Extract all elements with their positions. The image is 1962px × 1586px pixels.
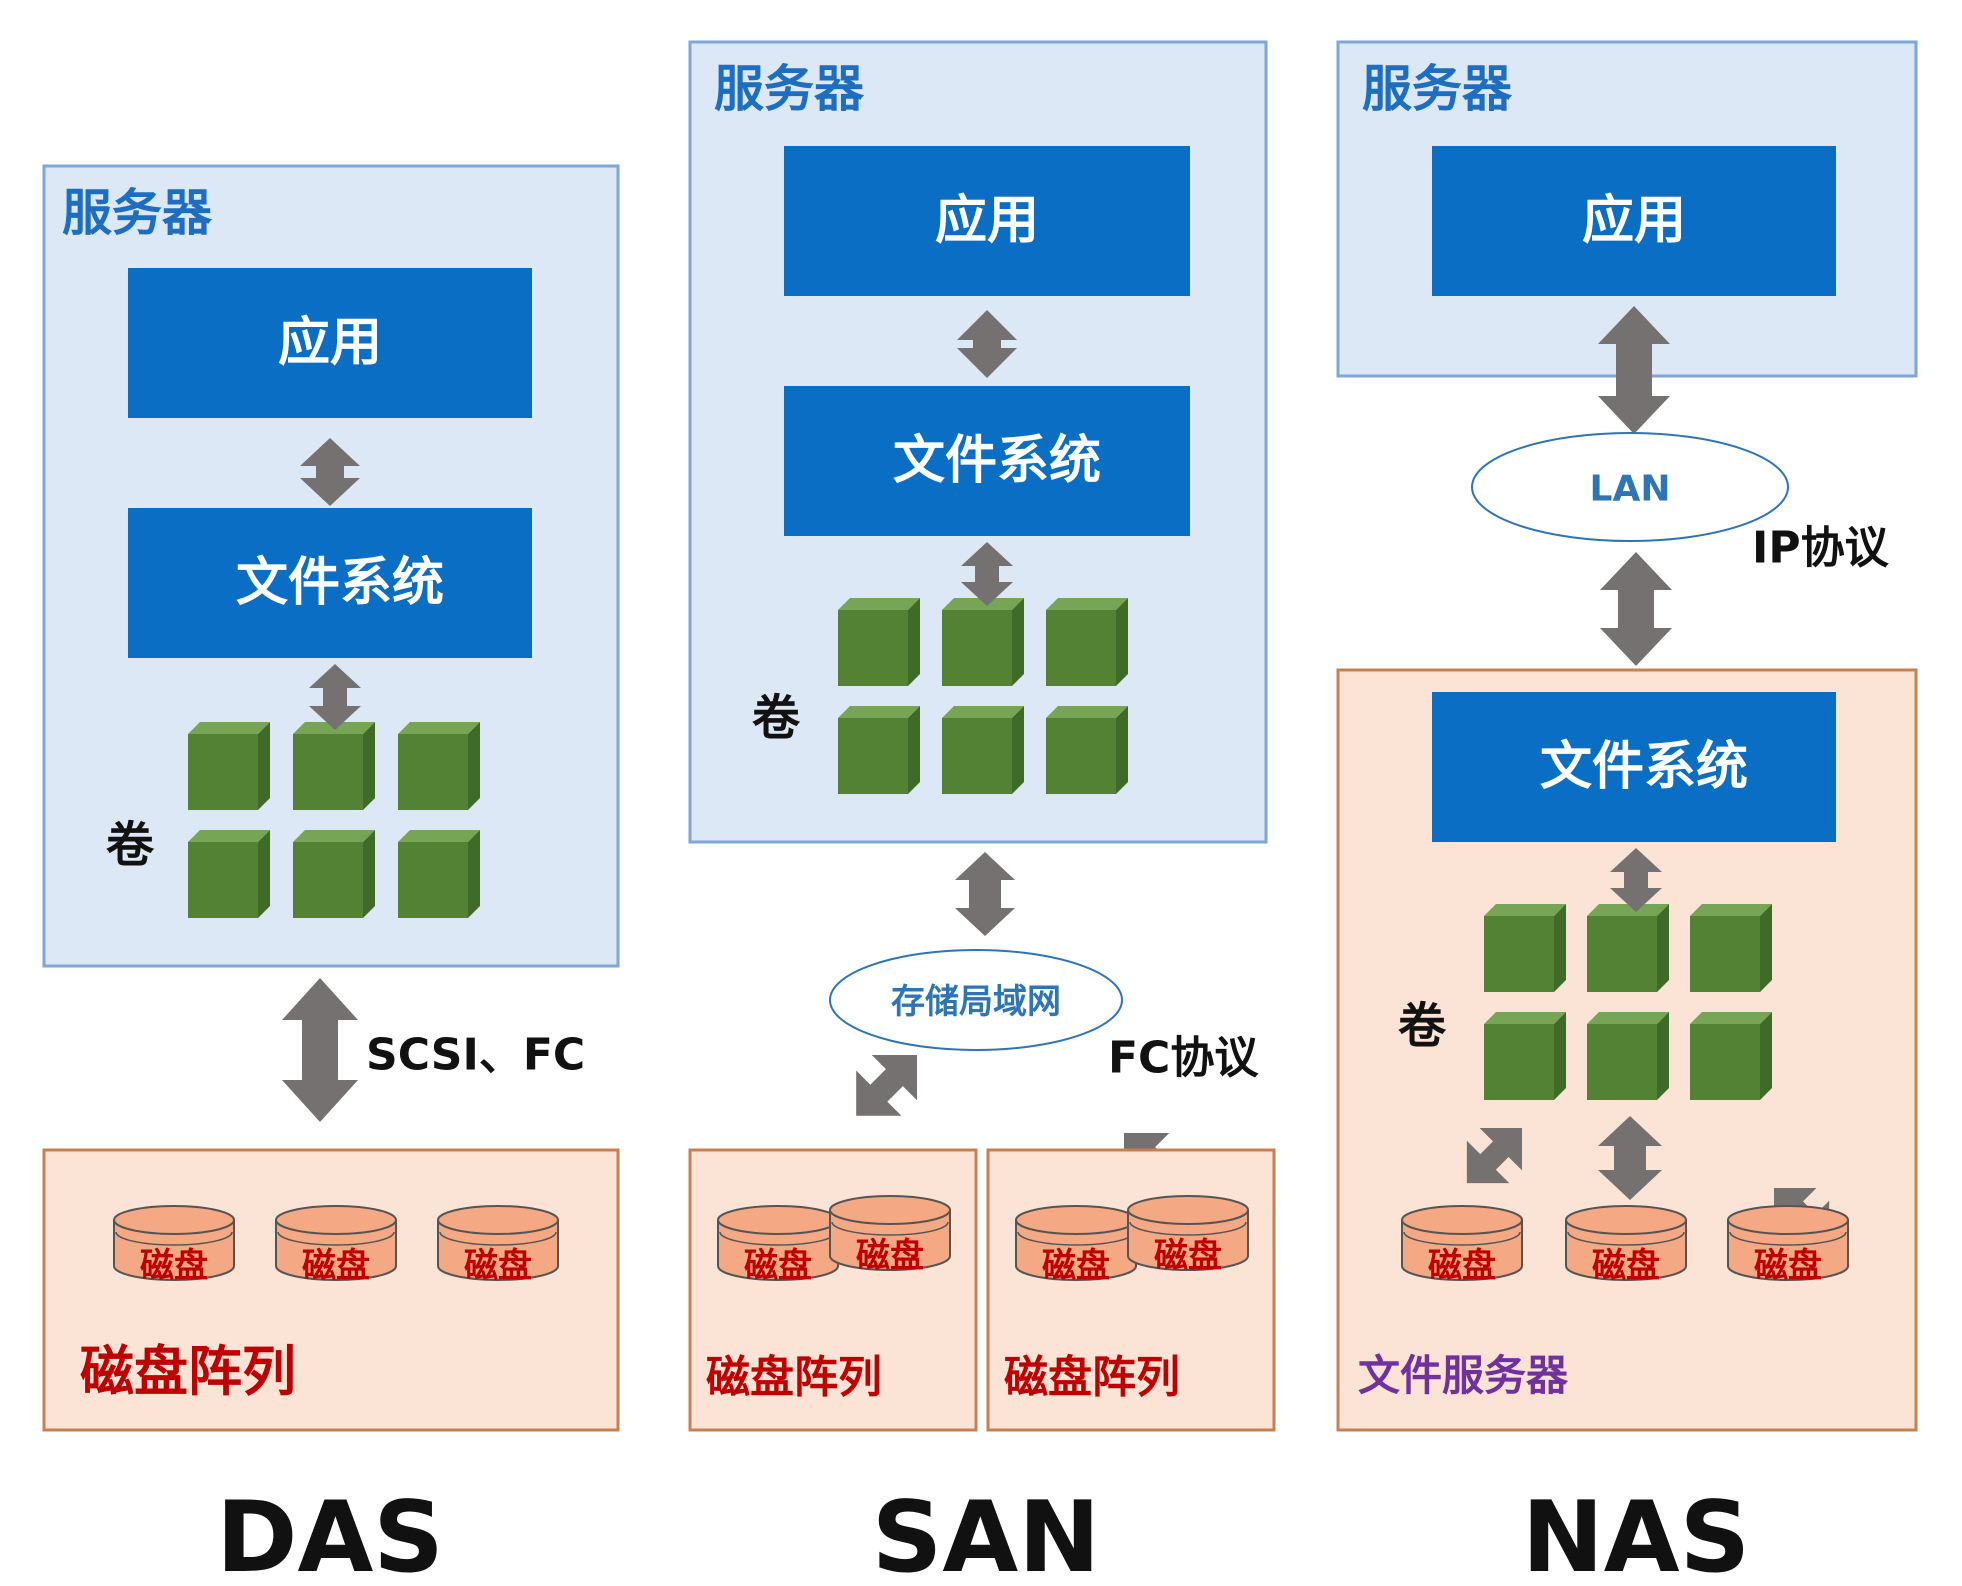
san-array-box xyxy=(688,1148,978,1432)
san-protocol-label: FC协议 xyxy=(1108,1033,1259,1084)
svg-text:磁盘: 磁盘 xyxy=(1154,1236,1222,1276)
san-array-label: 磁盘阵列 xyxy=(1004,1352,1180,1403)
san-fs-volume-arrow xyxy=(961,542,1013,606)
san-disk: 磁盘 xyxy=(717,1205,839,1286)
svg-text:磁盘: 磁盘 xyxy=(302,1246,370,1286)
nas-app-box xyxy=(1432,146,1836,296)
svg-text:磁盘: 磁盘 xyxy=(464,1246,532,1286)
san-disk: 磁盘 xyxy=(1015,1205,1137,1286)
nas-caption: NAS xyxy=(1522,1481,1750,1586)
san-array-label: 磁盘阵列 xyxy=(706,1352,882,1403)
san-array-box xyxy=(986,1148,1276,1432)
san-network-ellipse xyxy=(829,949,1123,1051)
san-fs-label: 文件系统 xyxy=(893,431,1101,491)
nas-app-label: 应用 xyxy=(1582,191,1686,251)
san-section: 服务器 应用 文件系统 卷 存储局域网 F xyxy=(688,40,1276,1586)
nas-file-server-label: 文件服务器 xyxy=(1358,1351,1569,1400)
san-app-fs-arrow xyxy=(957,310,1017,378)
san-network-array-arrow-left xyxy=(856,1055,917,1116)
san-volume-label: 卷 xyxy=(752,690,801,746)
nas-disk: 磁盘 xyxy=(1727,1205,1849,1286)
das-disk: 磁盘 xyxy=(275,1205,397,1286)
san-app-label: 应用 xyxy=(935,191,1039,251)
das-link-label: SCSI、FC xyxy=(366,1030,585,1081)
das-app-fs-arrow xyxy=(300,438,360,506)
san-network-label: 存储局域网 xyxy=(891,982,1061,1022)
nas-fs-box xyxy=(1432,692,1836,842)
das-disk: 磁盘 xyxy=(113,1205,235,1286)
svg-text:磁盘: 磁盘 xyxy=(1042,1246,1110,1286)
das-fs-box xyxy=(128,508,532,658)
san-server-label: 服务器 xyxy=(714,60,865,118)
das-array-box xyxy=(42,1148,620,1432)
das-fs-label: 文件系统 xyxy=(236,553,444,613)
san-disk: 磁盘 xyxy=(829,1195,951,1276)
nas-fs-label: 文件系统 xyxy=(1540,737,1748,797)
san-caption: SAN xyxy=(872,1481,1100,1586)
svg-text:磁盘: 磁盘 xyxy=(140,1246,208,1286)
nas-volume-disk-arrow-left xyxy=(1466,1128,1522,1184)
nas-network-label: LAN xyxy=(1590,469,1671,510)
nas-fs-volume-arrow xyxy=(1610,848,1662,912)
nas-protocol-label: IP协议 xyxy=(1752,523,1890,574)
nas-volume-label: 卷 xyxy=(1398,998,1447,1054)
nas-network-fileserver-arrow xyxy=(1600,552,1672,666)
das-disk: 磁盘 xyxy=(437,1205,559,1286)
nas-server-label: 服务器 xyxy=(1362,60,1513,118)
das-app-label: 应用 xyxy=(278,313,382,373)
nas-disk: 磁盘 xyxy=(1565,1205,1687,1286)
das-link-arrow xyxy=(282,978,358,1122)
das-section: 服务器 应用 文件系统 卷 SCSI、FC 磁盘 xyxy=(42,164,620,1586)
svg-text:磁盘: 磁盘 xyxy=(856,1236,924,1276)
nas-server-network-arrow xyxy=(1598,306,1670,434)
nas-volume-disk-arrow-middle xyxy=(1598,1116,1662,1200)
nas-network-ellipse xyxy=(1471,432,1789,542)
das-array-label: 磁盘阵列 xyxy=(80,1340,296,1403)
das-caption: DAS xyxy=(216,1481,444,1586)
das-app-box xyxy=(128,268,532,418)
svg-text:磁盘: 磁盘 xyxy=(1754,1246,1822,1286)
das-volume-label: 卷 xyxy=(106,817,155,873)
nas-disk: 磁盘 xyxy=(1401,1205,1523,1286)
san-disk: 磁盘 xyxy=(1127,1195,1249,1276)
san-app-box xyxy=(784,146,1190,296)
san-fs-box xyxy=(784,386,1190,536)
svg-text:磁盘: 磁盘 xyxy=(1428,1246,1496,1286)
san-server-network-arrow xyxy=(955,852,1015,936)
nas-section: 服务器 应用 LAN IP协议 文件系统 卷 xyxy=(1336,40,1918,1586)
svg-text:磁盘: 磁盘 xyxy=(1592,1246,1660,1286)
das-fs-volume-arrow xyxy=(309,664,361,730)
das-server-label: 服务器 xyxy=(62,184,213,242)
svg-text:磁盘: 磁盘 xyxy=(744,1246,812,1286)
